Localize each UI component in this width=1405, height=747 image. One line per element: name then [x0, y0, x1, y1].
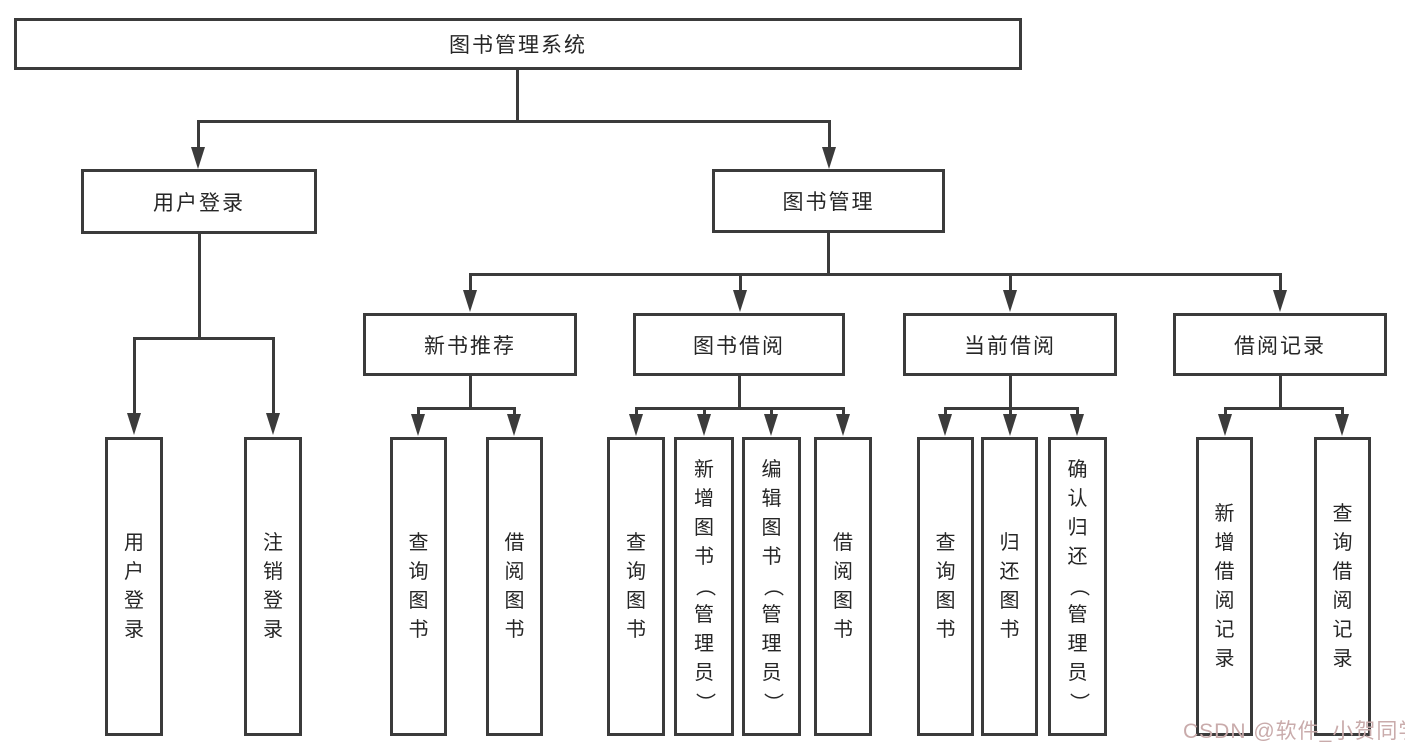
node-label: 新增图书（管理员） — [693, 459, 716, 713]
connector-line — [197, 120, 200, 150]
connector-line — [827, 232, 830, 276]
connector-line — [739, 273, 742, 293]
connector-line — [417, 407, 420, 416]
connector-line — [944, 407, 947, 416]
connector-line — [1279, 376, 1282, 410]
connector-line — [1279, 273, 1282, 293]
arrow-down-icon — [191, 147, 205, 169]
arrow-down-icon — [733, 290, 747, 312]
arrow-down-icon — [507, 414, 521, 436]
leaf-logout: 注销登录 — [244, 437, 302, 736]
node-current-borrowing: 当前借阅 — [903, 313, 1117, 376]
leaf-add-book-admin: 新增图书（管理员） — [674, 437, 734, 736]
connector-line — [1009, 407, 1012, 416]
arrow-down-icon — [1335, 414, 1349, 436]
node-book-borrowing: 图书借阅 — [633, 313, 845, 376]
connector-line — [1009, 273, 1012, 293]
node-label: 新书推荐 — [424, 334, 516, 358]
connector-line — [1224, 407, 1343, 410]
leaf-confirm-return-admin: 确认归还（管理员） — [1048, 437, 1107, 736]
node-label: 编辑图书（管理员） — [761, 459, 783, 713]
node-borrowing-records: 借阅记录 — [1173, 313, 1387, 376]
leaf-user-login: 用户登录 — [105, 437, 163, 736]
connector-line — [1224, 407, 1227, 416]
node-label: 图书管理 — [782, 191, 875, 214]
csdn-watermark: CSDN @软件_小贺同学 — [1183, 720, 1405, 743]
node-label: 图书借阅 — [693, 334, 785, 358]
arrow-down-icon — [764, 414, 778, 436]
connector-line — [1076, 407, 1079, 416]
arrow-down-icon — [822, 147, 836, 169]
connector-line — [197, 120, 831, 123]
connector-line — [469, 273, 472, 293]
leaf-search-borrow-record: 查询借阅记录 — [1314, 437, 1371, 736]
connector-line — [635, 407, 638, 416]
node-label: 查询图书 — [935, 531, 956, 641]
connector-line — [703, 407, 706, 416]
leaf-borrow-books: 借阅图书 — [814, 437, 872, 736]
arrow-down-icon — [1070, 414, 1084, 436]
node-label: 归还图书 — [999, 531, 1020, 641]
leaf-return-books: 归还图书 — [981, 437, 1038, 736]
arrow-down-icon — [1003, 414, 1017, 436]
connector-line — [198, 233, 201, 340]
connector-line — [1341, 407, 1344, 416]
node-label: 查询图书 — [408, 531, 429, 641]
connector-line — [417, 407, 516, 410]
connector-line — [516, 70, 519, 123]
node-label: 注销登录 — [263, 531, 283, 641]
connector-line — [272, 337, 275, 415]
node-label: 当前借阅 — [964, 334, 1056, 358]
node-label: 查询借阅记录 — [1332, 502, 1353, 670]
connector-line — [635, 407, 845, 410]
connector-line — [842, 407, 845, 416]
arrow-down-icon — [1273, 290, 1287, 312]
arrow-down-icon — [836, 414, 850, 436]
leaf-search-books-current: 查询图书 — [917, 437, 974, 736]
arrow-down-icon — [938, 414, 952, 436]
arrow-down-icon — [1218, 414, 1232, 436]
node-label: 新增借阅记录 — [1214, 502, 1235, 670]
node-book-management: 图书管理 — [712, 169, 945, 233]
arrow-down-icon — [266, 413, 280, 435]
connector-line — [469, 273, 1282, 276]
leaf-add-borrow-record: 新增借阅记录 — [1196, 437, 1253, 736]
leaf-borrow-books-recommend: 借阅图书 — [486, 437, 543, 736]
node-label: 用户登录 — [153, 191, 245, 215]
node-library-management-system: 图书管理系统 — [14, 18, 1022, 70]
connector-line — [738, 376, 741, 410]
connector-line — [513, 407, 516, 416]
arrow-down-icon — [1003, 290, 1017, 312]
node-label: 用户登录 — [124, 531, 144, 641]
node-new-book-recommendation: 新书推荐 — [363, 313, 577, 376]
node-label: 借阅图书 — [833, 531, 853, 641]
connector-line — [770, 407, 773, 416]
connector-line — [133, 337, 275, 340]
arrow-down-icon — [629, 414, 643, 436]
leaf-edit-book-admin: 编辑图书（管理员） — [742, 437, 801, 736]
connector-line — [133, 337, 136, 415]
arrow-down-icon — [463, 290, 477, 312]
arrow-down-icon — [697, 414, 711, 436]
node-label: 确认归还（管理员） — [1067, 459, 1089, 713]
leaf-search-books-borrow: 查询图书 — [607, 437, 665, 736]
connector-line — [1009, 376, 1012, 410]
node-user-login: 用户登录 — [81, 169, 317, 234]
node-label: 借阅图书 — [504, 531, 525, 641]
node-label: 查询图书 — [626, 531, 646, 641]
connector-line — [828, 120, 831, 150]
connector-line — [469, 376, 472, 410]
arrow-down-icon — [411, 414, 425, 436]
node-label: 图书管理系统 — [449, 34, 587, 57]
leaf-search-books-recommend: 查询图书 — [390, 437, 447, 736]
node-label: 借阅记录 — [1234, 334, 1326, 358]
arrow-down-icon — [127, 413, 141, 435]
